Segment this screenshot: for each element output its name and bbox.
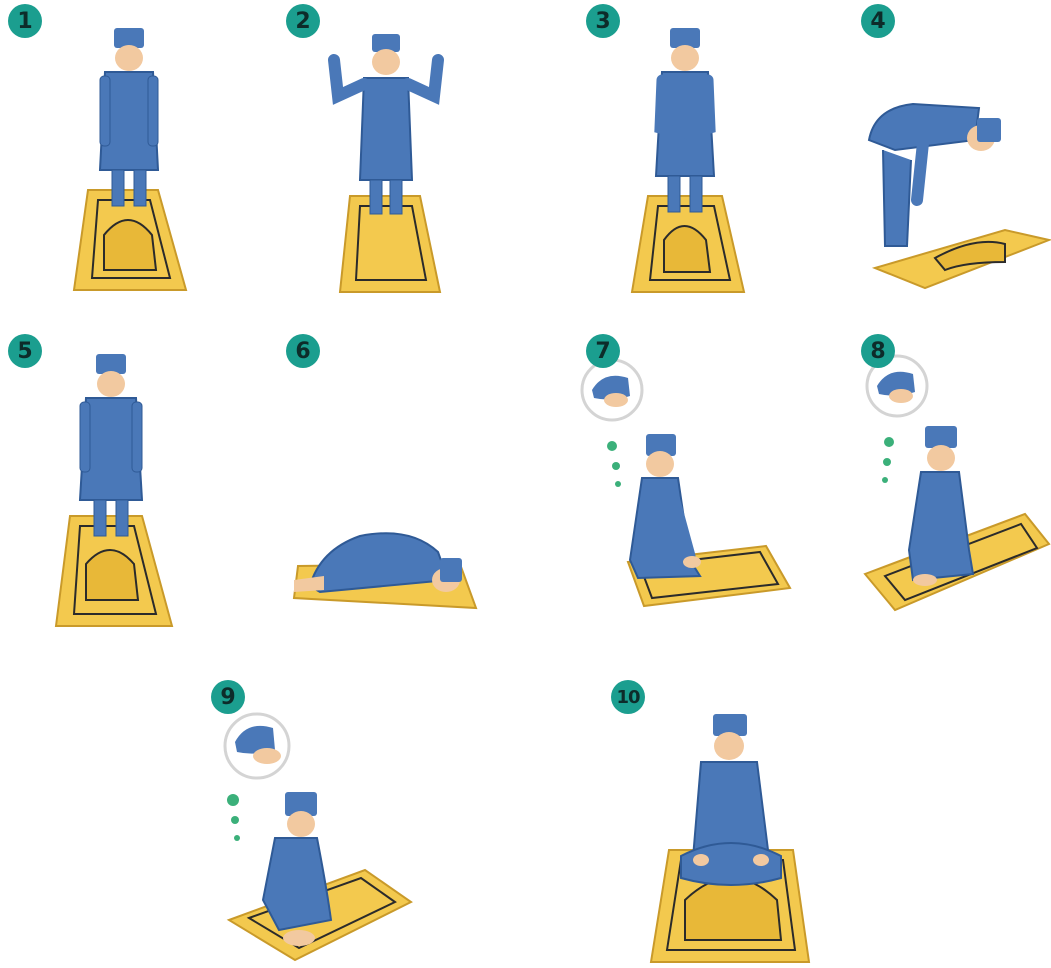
standing-boy — [100, 28, 158, 206]
sujud-figure-illustration — [280, 330, 540, 640]
salam-boy — [681, 714, 781, 885]
step-6-panel: 6 — [280, 330, 540, 640]
step-8-panel: 8 — [855, 330, 1051, 640]
ruku-boy — [869, 104, 1001, 246]
step-3-panel: 3 — [580, 0, 820, 310]
step-9-badge: 9 — [211, 680, 245, 714]
step-4-badge: 4 — [861, 4, 895, 38]
foot-detail-inset — [582, 360, 642, 487]
step-10-badge: 10 — [611, 680, 645, 714]
qiyam-boy — [656, 28, 714, 212]
itidal-figure-illustration — [0, 330, 260, 640]
foot-detail-inset — [225, 714, 289, 841]
step-10-panel: 10 — [605, 680, 835, 968]
step-1-badge: 1 — [8, 4, 42, 38]
step-1-panel: 1 — [0, 0, 260, 310]
salam-figure-illustration — [605, 680, 835, 968]
final-tashahhud-illustration — [205, 680, 435, 968]
sitting-between-sujud-illustration — [580, 330, 820, 640]
sujud-boy — [294, 533, 462, 592]
takbir-boy — [334, 34, 438, 214]
ruku-figure-illustration — [855, 0, 1051, 310]
foot-detail-inset — [867, 356, 927, 483]
step-7-badge: 7 — [586, 334, 620, 368]
first-tashahhud-illustration — [855, 330, 1051, 640]
step-2-badge: 2 — [286, 4, 320, 38]
step-8-badge: 8 — [861, 334, 895, 368]
step-2-panel: 2 — [280, 0, 540, 310]
tashahhud-boy — [909, 426, 973, 586]
step-9-panel: 9 — [205, 680, 435, 968]
step-7-panel: 7 — [580, 330, 820, 640]
qiyam-figure-illustration — [580, 0, 820, 310]
step-4-panel: 4 — [855, 0, 1051, 310]
step-3-badge: 3 — [586, 4, 620, 38]
step-5-panel: 5 — [0, 330, 260, 640]
standing-figure-illustration — [0, 0, 260, 310]
prayer-mat — [74, 190, 186, 290]
step-6-badge: 6 — [286, 334, 320, 368]
takbir-figure-illustration — [280, 0, 540, 310]
itidal-boy — [80, 354, 142, 536]
sitting-boy — [630, 434, 701, 578]
step-5-badge: 5 — [8, 334, 42, 368]
